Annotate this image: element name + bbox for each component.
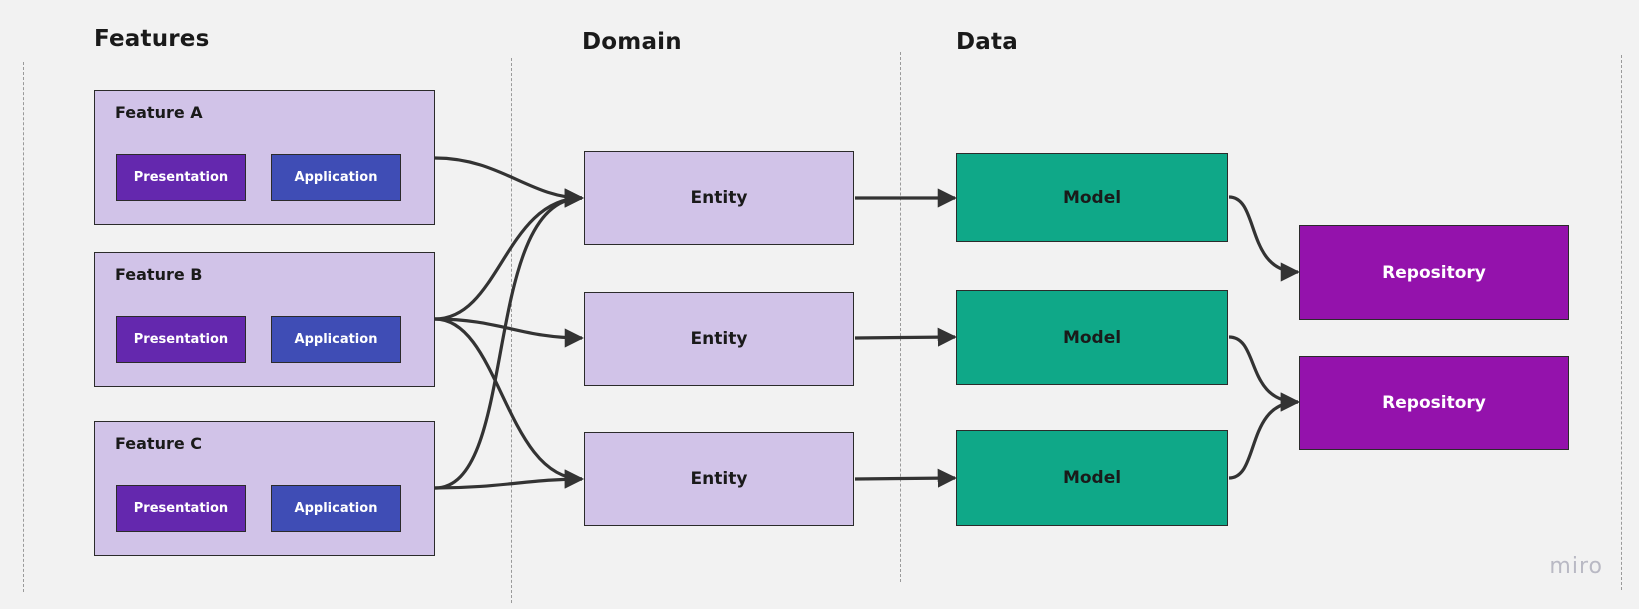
application-layer[interactable]: Application [271,485,401,532]
connector-feature-a-to-entity-1 [434,156,584,208]
separator-line [1621,55,1622,590]
section-title-features: Features [94,26,210,52]
miro-logo: miro [1549,554,1603,579]
entity-box[interactable]: Entity [584,432,854,526]
separator-line [23,62,24,592]
model-box[interactable]: Model [956,290,1228,385]
application-layer[interactable]: Application [271,316,401,363]
section-title-data: Data [956,29,1018,55]
connector-model-1-to-repository-1 [1228,195,1300,282]
feature-card[interactable]: Feature A Presentation Application [94,90,435,225]
presentation-layer[interactable]: Presentation [116,154,246,201]
presentation-layer[interactable]: Presentation [116,485,246,532]
feature-card[interactable]: Feature C Presentation Application [94,421,435,556]
connector-entity-3-to-model-3 [854,468,957,488]
model-box[interactable]: Model [956,153,1228,242]
connector-feature-b-to-entity-3 [434,317,584,489]
section-title-domain: Domain [582,29,682,55]
connector-feature-c-to-entity-3 [434,469,584,490]
feature-title: Feature B [115,265,203,284]
entity-box[interactable]: Entity [584,292,854,386]
repository-box[interactable]: Repository [1299,225,1569,320]
connector-entity-2-to-model-2 [854,327,957,347]
connector-model-3-to-repository-2 [1228,392,1300,480]
connector-feature-b-to-entity-1 [434,188,584,321]
repository-box[interactable]: Repository [1299,356,1569,450]
feature-title: Feature C [115,434,203,453]
connector-feature-b-to-entity-2 [434,317,584,348]
entity-box[interactable]: Entity [584,151,854,245]
feature-title: Feature A [115,103,203,122]
presentation-layer[interactable]: Presentation [116,316,246,363]
connector-feature-c-to-entity-1 [434,188,584,490]
feature-card[interactable]: Feature B Presentation Application [94,252,435,387]
separator-line [900,52,901,582]
model-box[interactable]: Model [956,430,1228,526]
application-layer[interactable]: Application [271,154,401,201]
connector-model-2-to-repository-2 [1228,335,1300,412]
